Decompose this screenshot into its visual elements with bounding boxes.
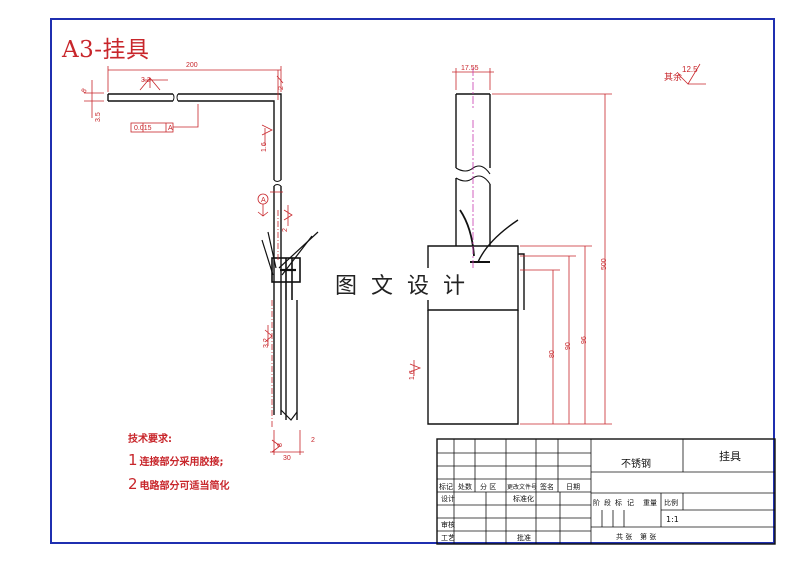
svg-text:工艺: 工艺 — [441, 534, 455, 542]
svg-text:3.2: 3.2 — [263, 338, 270, 348]
svg-text:A: A — [261, 197, 266, 204]
svg-text:共 张: 共 张 — [616, 532, 632, 541]
svg-text:更改文件号: 更改文件号 — [507, 483, 537, 491]
svg-text:审核: 审核 — [441, 520, 455, 529]
svg-text:比例: 比例 — [664, 498, 678, 507]
svg-text:30: 30 — [283, 455, 291, 462]
svg-text:标记: 标记 — [439, 482, 453, 491]
svg-text:1.6: 1.6 — [261, 142, 268, 152]
svg-text:8: 8 — [81, 88, 89, 95]
svg-text:3.5: 3.5 — [95, 112, 102, 122]
svg-text:阶: 阶 — [593, 498, 600, 507]
svg-text:2: 2 — [278, 86, 285, 90]
svg-text:其余: 其余 — [664, 71, 682, 82]
right-view-dimensions — [409, 63, 706, 425]
svg-text:签名: 签名 — [540, 482, 554, 491]
svg-text:80: 80 — [549, 350, 556, 358]
svg-text:分 区: 分 区 — [480, 482, 496, 491]
svg-text:重量: 重量 — [643, 499, 657, 507]
title-block — [436, 438, 776, 545]
svg-text:记: 记 — [627, 499, 634, 507]
drawing-border — [50, 18, 775, 544]
svg-text:标: 标 — [615, 498, 622, 507]
svg-text:段: 段 — [604, 498, 611, 507]
notes-heading: 技术要求: — [128, 434, 172, 445]
svg-text:2: 2 — [282, 228, 289, 232]
sheet-title: A3-挂具 — [62, 37, 150, 63]
svg-text:批准: 批准 — [517, 533, 531, 542]
svg-text:12.5: 12.5 — [682, 65, 698, 74]
svg-text:0.015: 0.015 — [134, 125, 152, 132]
svg-text:挂具: 挂具 — [719, 449, 741, 463]
svg-text:设计: 设计 — [441, 494, 455, 503]
title-block-text: 不锈钢 挂具 标记 处数 分 区 更改文件号 签名 日期 设计 标准化 审核 工… — [439, 449, 741, 542]
svg-text:2: 2 — [311, 437, 315, 444]
right-view — [427, 93, 525, 425]
svg-text:1.6: 1.6 — [409, 370, 416, 380]
svg-text:1:1: 1:1 — [666, 515, 679, 524]
svg-text:500: 500 — [601, 258, 608, 270]
svg-text:200: 200 — [186, 62, 198, 69]
left-view-dimensions — [84, 66, 293, 453]
svg-text:96: 96 — [581, 336, 588, 344]
left-view-dimension-text: 200 2 8 3.5 3.2 0.015 A 1.6 A 2 3.2 8 2 … — [81, 62, 315, 462]
svg-text:日期: 日期 — [566, 483, 580, 491]
svg-text:处数: 处数 — [458, 482, 472, 491]
svg-text:90: 90 — [565, 342, 572, 350]
svg-text:标准化: 标准化 — [513, 494, 534, 503]
svg-text:8: 8 — [277, 443, 284, 447]
svg-text:17.55: 17.55 — [461, 65, 479, 72]
watermark-text: 图文设计 — [333, 268, 482, 300]
left-view — [107, 93, 319, 455]
svg-text:第 张: 第 张 — [640, 532, 656, 541]
right-view-dimension-text: 17.55 500 96 90 80 1.6 其余 12.5 — [409, 65, 698, 380]
svg-text:3.2: 3.2 — [141, 77, 151, 84]
svg-text:不锈钢: 不锈钢 — [621, 457, 651, 470]
svg-text:A: A — [168, 125, 173, 132]
